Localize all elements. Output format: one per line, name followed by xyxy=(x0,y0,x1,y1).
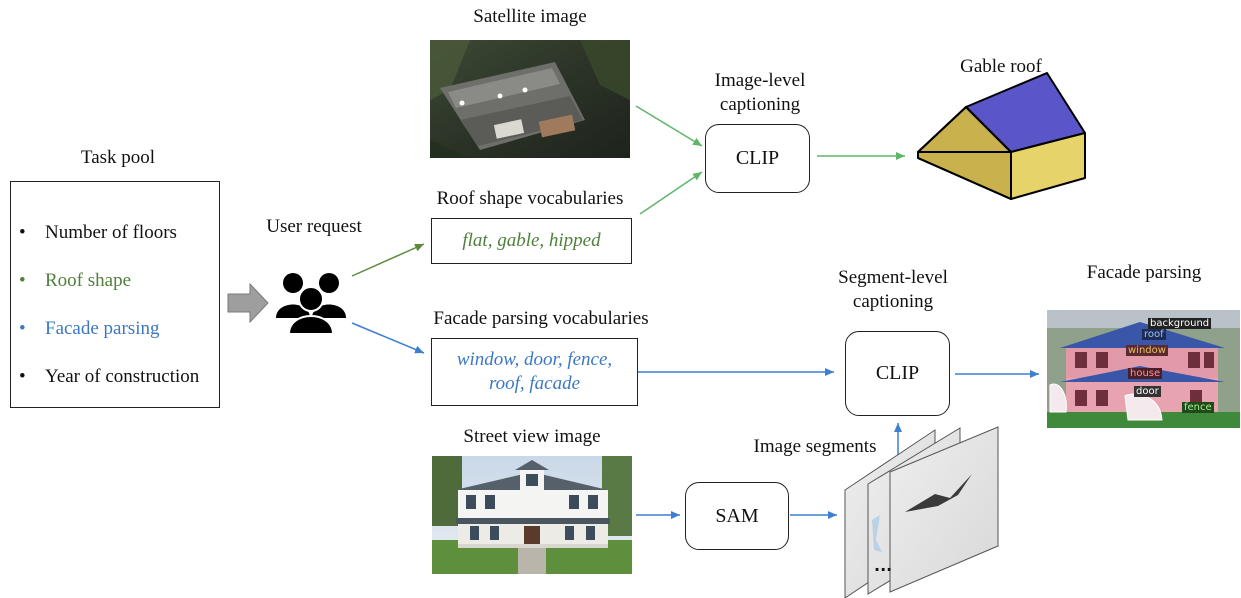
task-item-year: • Year of construction xyxy=(19,366,199,388)
bullet: • xyxy=(19,318,26,339)
facade-tag-background: background xyxy=(1148,318,1212,329)
bullet: • xyxy=(19,222,26,243)
task-label: Number of floors xyxy=(45,222,177,243)
sam-label: SAM xyxy=(715,504,759,527)
arrow-satellite-to-clip xyxy=(635,105,703,147)
image-level-label: Image-level captioning xyxy=(715,69,806,117)
image-segments-label: Image segments xyxy=(753,436,877,457)
clip-label: CLIP xyxy=(875,362,920,384)
image-segments-stack xyxy=(844,426,999,598)
segment-level-label: Segment-level captioning xyxy=(838,266,948,314)
street-view-image xyxy=(432,456,632,574)
facade-vocab-line2: roof, facade xyxy=(488,373,581,394)
sam-box: SAM xyxy=(685,482,789,550)
street-view-label: Street view image xyxy=(463,426,601,447)
arrow-user-to-facade-vocab xyxy=(351,322,425,354)
bullet: • xyxy=(19,366,26,387)
task-item-roof-shape: • Roof shape xyxy=(19,270,131,292)
roof-vocab-text: flat, gable, hipped xyxy=(462,230,601,251)
satellite-label: Satellite image xyxy=(473,6,587,27)
task-label: Facade parsing xyxy=(45,318,160,339)
facade-vocab-title: Facade parsing vocabularies xyxy=(433,308,649,329)
gable-roof-label: Gable roof xyxy=(960,56,1042,77)
arrow-user-to-roof-vocab xyxy=(351,243,425,277)
roof-vocab-box: flat, gable, hipped xyxy=(431,218,632,264)
task-label: Roof shape xyxy=(45,270,132,291)
segments-ellipsis: ... xyxy=(874,556,893,575)
facade-tag-roof: roof xyxy=(1142,329,1166,340)
users-icon xyxy=(276,273,346,335)
segment-level-line1: Segment-level xyxy=(838,267,948,288)
clip-box-image-level: CLIP xyxy=(705,124,810,193)
user-request-label: User request xyxy=(266,216,362,237)
task-label: Year of construction xyxy=(45,366,200,387)
facade-tag-fence: fence xyxy=(1182,402,1214,413)
image-level-line2: captioning xyxy=(719,94,801,115)
facade-parsing-label: Facade parsing xyxy=(1086,262,1202,283)
task-item-facade-parsing: • Facade parsing xyxy=(19,318,159,340)
facade-vocab-line1: window, door, fence, xyxy=(456,349,613,370)
segment-level-line2: captioning xyxy=(852,291,934,312)
gable-roof-model xyxy=(917,72,1086,200)
task-pool-box: • Number of floors • Roof shape • Facade pa… xyxy=(10,181,220,408)
satellite-image xyxy=(430,40,630,158)
bullet: • xyxy=(19,270,26,291)
facade-tag-house: house xyxy=(1128,368,1163,379)
image-level-line1: Image-level xyxy=(714,70,806,91)
facade-tag-window: window xyxy=(1126,345,1168,356)
task-item-floors: • Number of floors xyxy=(19,222,177,244)
facade-tag-door: door xyxy=(1134,386,1161,397)
roof-vocab-title: Roof shape vocabularies xyxy=(436,188,624,209)
clip-box-segment-level: CLIP xyxy=(845,331,950,416)
arrow-roof-vocab-to-clip xyxy=(639,171,703,215)
clip-label: CLIP xyxy=(735,147,780,169)
task-to-user-arrow xyxy=(227,282,269,324)
facade-vocab-box: window, door, fence, roof, facade xyxy=(431,338,638,406)
task-pool-title: Task pool xyxy=(80,147,156,168)
